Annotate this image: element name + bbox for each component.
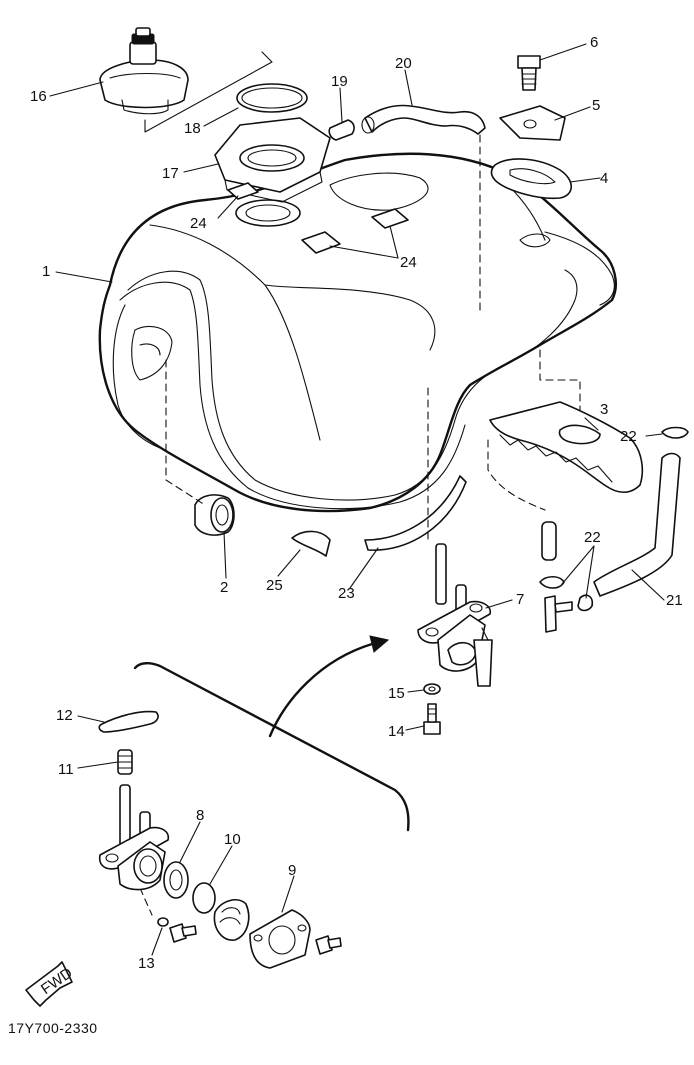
tee-fitting — [544, 595, 573, 633]
label-14: 14 — [388, 723, 405, 740]
label-22-top: 22 — [620, 428, 637, 445]
small-o-ring — [157, 917, 169, 927]
label-6: 6 — [590, 34, 598, 51]
label-24-left: 24 — [190, 215, 207, 232]
label-5: 5 — [592, 97, 600, 114]
damper-pads — [227, 182, 409, 254]
fuel-tank — [98, 152, 617, 513]
label-11: 11 — [58, 761, 74, 778]
part-number-labels: 16 18 17 19 20 6 5 4 1 24 24 3 22 2 25 2… — [30, 34, 683, 972]
short-hose — [541, 521, 557, 561]
label-16: 16 — [30, 88, 47, 105]
label-20: 20 — [395, 55, 412, 72]
filter — [117, 749, 133, 775]
label-4: 4 — [600, 170, 608, 187]
assembly-guide-lines — [127, 134, 581, 916]
group-bracket — [144, 51, 273, 133]
grommet — [194, 494, 235, 536]
label-10: 10 — [224, 831, 241, 848]
label-13: 13 — [138, 955, 155, 972]
hose-clip — [539, 575, 565, 589]
damper — [490, 158, 573, 200]
label-15: 15 — [388, 685, 405, 702]
tap-screw-left — [169, 923, 197, 943]
tap-gasket — [98, 710, 159, 733]
label-22-mid: 22 — [584, 529, 601, 546]
tap-screw-right — [315, 935, 342, 955]
bracket-plate — [499, 105, 566, 141]
label-7: 7 — [516, 591, 524, 608]
o-ring — [192, 882, 216, 914]
bolt — [517, 55, 541, 91]
breather-hose — [361, 104, 486, 135]
tap-body-detail — [98, 784, 170, 891]
label-3: 3 — [600, 401, 608, 418]
label-9: 9 — [288, 862, 296, 879]
long-hose — [593, 452, 681, 597]
seal — [163, 861, 189, 899]
clip-22-top — [661, 426, 689, 439]
label-17: 17 — [162, 165, 179, 182]
label-21: 21 — [666, 592, 683, 609]
label-25: 25 — [266, 577, 283, 594]
label-8: 8 — [196, 807, 204, 824]
tap-cover — [249, 909, 311, 969]
cap-gasket — [236, 83, 308, 113]
label-18: 18 — [184, 120, 201, 137]
label-19: 19 — [331, 73, 348, 90]
washer — [423, 683, 441, 695]
label-1: 1 — [42, 263, 50, 280]
hose-clip-b — [577, 594, 594, 612]
seal-strip — [364, 475, 467, 551]
screw — [423, 703, 441, 735]
rear-damper — [489, 401, 644, 494]
label-leaders — [49, 43, 665, 956]
detail-callout — [133, 635, 410, 832]
label-23: 23 — [338, 585, 355, 602]
label-12: 12 — [56, 707, 73, 724]
lever-assembly — [213, 899, 250, 941]
fwd-direction-arrow: FWD — [25, 961, 76, 1007]
fuel-cap — [99, 27, 189, 115]
fuel-tap — [417, 543, 493, 687]
small-damper — [291, 530, 331, 557]
cap-ring — [214, 117, 331, 203]
label-2: 2 — [220, 579, 228, 596]
diagram-code: 17Y700-2330 — [8, 1020, 98, 1036]
pin — [328, 119, 355, 141]
label-24-right: 24 — [400, 254, 417, 271]
